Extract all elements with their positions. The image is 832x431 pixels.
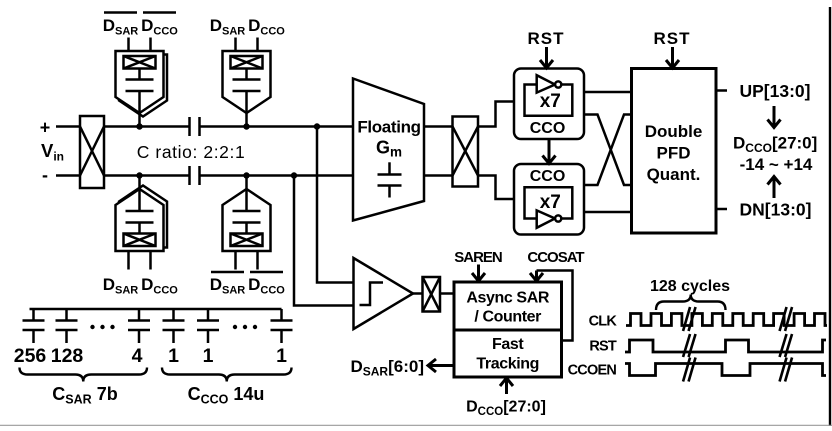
svg-text:CSAR 7b: CSAR 7b (52, 384, 117, 407)
svg-text:DCCO: DCCO (248, 275, 285, 297)
svg-text:DCCO[27:0]: DCCO[27:0] (733, 134, 817, 156)
svg-text:Quant.: Quant. (647, 165, 701, 184)
svg-text:CCO: CCO (530, 168, 566, 185)
svg-text:DN[13:0]: DN[13:0] (740, 200, 812, 220)
svg-text:DSAR: DSAR (210, 275, 246, 297)
svg-text:+: + (40, 118, 51, 138)
svg-text:UP[13:0]: UP[13:0] (740, 81, 811, 101)
svg-text:CCCO 14u: CCCO 14u (188, 384, 265, 407)
svg-text:Vin: Vin (41, 140, 64, 164)
svg-text:DCCO: DCCO (141, 16, 178, 38)
svg-text:128: 128 (51, 345, 84, 367)
svg-text:x7: x7 (540, 91, 561, 112)
svg-text:DSAR[6:0]: DSAR[6:0] (350, 357, 424, 379)
svg-text:DSAR: DSAR (103, 275, 139, 297)
svg-text:4: 4 (132, 345, 143, 367)
svg-text:SAREN: SAREN (454, 249, 502, 266)
svg-text:DCCO: DCCO (248, 16, 285, 38)
svg-text:PFD: PFD (657, 144, 691, 163)
svg-text:CCO: CCO (530, 120, 566, 137)
svg-text:RST: RST (528, 29, 565, 48)
svg-text:C ratio: 2:2:1: C ratio: 2:2:1 (137, 142, 246, 162)
svg-text:CLK: CLK (589, 314, 618, 330)
svg-text:/ Counter: / Counter (474, 309, 541, 326)
svg-text:DSAR: DSAR (210, 16, 246, 38)
svg-text:RST: RST (654, 29, 691, 48)
svg-text:Double: Double (645, 122, 703, 141)
svg-text:DCCO[27:0]: DCCO[27:0] (466, 399, 546, 419)
svg-text:-: - (42, 165, 48, 185)
svg-text:256: 256 (14, 345, 47, 367)
svg-text:DCCO: DCCO (141, 275, 178, 297)
svg-text:RST: RST (589, 339, 617, 355)
svg-text:1: 1 (168, 345, 179, 367)
svg-text:128 cycles: 128 cycles (650, 278, 730, 295)
svg-text:Tracking: Tracking (476, 356, 539, 373)
svg-text:-14 ~ +14: -14 ~ +14 (740, 155, 813, 174)
svg-text:CCOEN: CCOEN (568, 363, 617, 379)
svg-text:1: 1 (276, 345, 287, 367)
svg-text:1: 1 (203, 345, 214, 367)
svg-text:x7: x7 (540, 192, 561, 213)
svg-text:DSAR: DSAR (103, 16, 139, 38)
svg-text:Fast: Fast (492, 336, 524, 353)
svg-text:Async SAR: Async SAR (466, 290, 549, 307)
svg-text:CCOSAT: CCOSAT (527, 249, 584, 266)
svg-text:Floating: Floating (357, 118, 420, 137)
